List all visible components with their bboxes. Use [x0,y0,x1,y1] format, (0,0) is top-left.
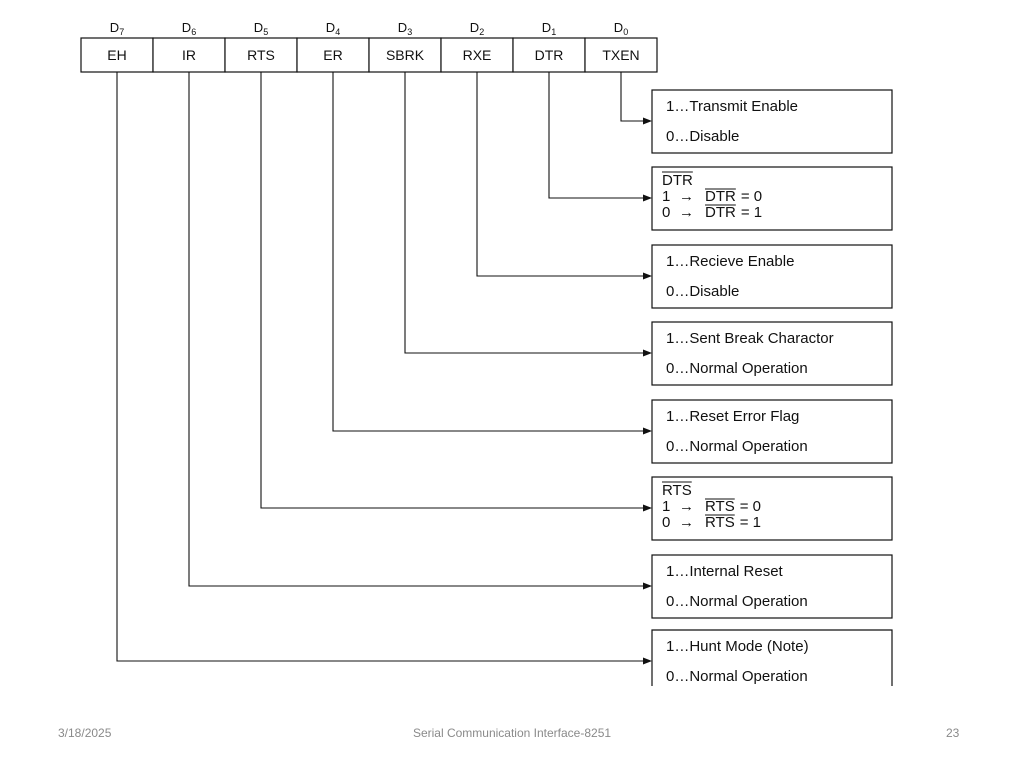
desc-line-2-signal: RTS [705,514,735,531]
desc-line-1: 1…Recieve Enable [666,253,794,270]
connector-line [620,72,644,122]
footer-title: Serial Communication Interface-8251 [412,726,612,740]
bit-description-rxe: 1…Recieve Enable 0…Disable [476,72,893,309]
desc-line-1-signal: DTR [705,188,736,205]
desc-box [651,476,893,541]
desc-line-2: 0…Normal Operation [666,668,808,685]
bit-description-eh: 1…Hunt Mode (Note) 0…Normal Operation [116,72,893,686]
desc-line-1-value: = 0 [741,188,762,205]
desc-box [651,399,893,464]
connector-line [260,72,644,509]
bit-index-label: D0 [614,20,628,37]
desc-box [651,244,893,309]
register-cell [440,37,514,73]
bit-name-label: EH [107,47,126,63]
desc-line-2-value: = 1 [740,514,761,531]
arrow-symbol: → [679,188,694,205]
desc-line-2-prefix: 0 [662,204,670,221]
arrow-symbol: → [679,514,694,531]
connector-line [548,72,644,199]
register-cell [152,37,226,73]
desc-line-1: 1…Internal Reset [666,563,784,580]
desc-line-1: 1…Reset Error Flag [666,408,799,425]
arrowhead [643,117,652,125]
connector-line [476,72,644,277]
desc-line-2: 0…Disable [666,283,739,300]
connector-line [188,72,644,587]
bit-index-label: D2 [470,20,484,37]
bit-name-label: TXEN [602,47,639,63]
desc-line-2: 0…Normal Operation [666,593,808,610]
arrowhead [643,194,652,202]
desc-line-1-prefix: 1 [662,188,670,205]
arrowhead [643,582,652,590]
bit-description-sbrk: 1…Sent Break Charactor 0…Normal Operation [404,72,893,386]
register-cell [584,37,658,73]
desc-line-2-signal: DTR [705,204,736,221]
footer-date: 3/18/2025 [58,726,112,740]
bit-name-label: RTS [247,47,275,63]
desc-box [651,166,893,231]
bit-name-label: ER [323,47,342,63]
bit-index-label: D3 [398,20,412,37]
bit-index-label: D6 [182,20,196,37]
bit-index-label: D7 [110,20,124,37]
bit-name-label: RXE [463,47,492,63]
register-cell [80,37,154,73]
desc-line-1: 1…Hunt Mode (Note) [666,638,809,655]
bit-index-label: D4 [326,20,340,37]
desc-line-1: 1…Transmit Enable [666,98,798,115]
arrowhead [643,427,652,435]
desc-signal-name: DTR [662,172,693,189]
arrow-symbol: → [679,498,694,515]
bit-description-er: 1…Reset Error Flag 0…Normal Operation [332,72,893,464]
bit-name-label: SBRK [386,47,425,63]
arrowhead [643,272,652,280]
bit-name-label: IR [182,47,196,63]
desc-line-2-prefix: 0 [662,514,670,531]
footer-page-number: 23 [946,726,960,740]
desc-line-1: 1…Sent Break Charactor [666,330,834,347]
arrowhead [643,657,652,665]
bit-index-label: D5 [254,20,268,37]
connector-line [332,72,644,432]
bit-description-ir: 1…Internal Reset 0…Normal Operation [188,72,893,619]
arrow-symbol: → [679,204,694,221]
desc-line-1-signal: RTS [705,498,735,515]
desc-box [651,89,893,154]
desc-box [651,321,893,386]
desc-signal-name: RTS [662,482,692,499]
desc-line-2: 0…Normal Operation [666,438,808,455]
desc-line-1-prefix: 1 [662,498,670,515]
desc-line-2-value: = 1 [741,204,762,221]
bit-index-label: D1 [542,20,556,37]
connector-line [116,72,644,662]
desc-line-2: 0…Normal Operation [666,360,808,377]
arrowhead [643,349,652,357]
bit-description-txen: 1…Transmit Enable 0…Disable [620,72,893,154]
connector-line [404,72,644,354]
bit-name-label: DTR [535,47,564,63]
arrowhead [643,504,652,512]
desc-box [651,554,893,619]
desc-line-2: 0…Disable [666,128,739,145]
desc-line-1-value: = 0 [740,498,761,515]
desc-box [651,629,893,686]
